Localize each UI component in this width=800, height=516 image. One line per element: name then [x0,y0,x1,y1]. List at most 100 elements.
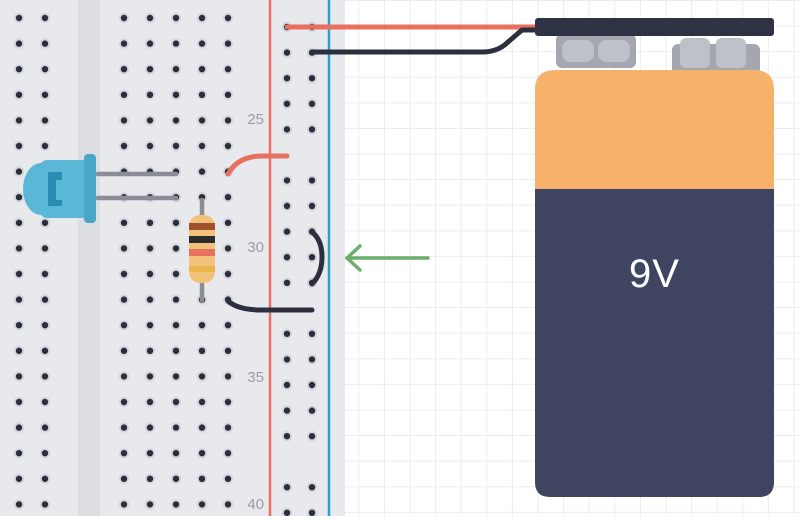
breadboard-hole[interactable] [196,38,208,49]
breadboard-hole[interactable] [222,499,234,510]
breadboard-hole[interactable] [170,140,182,152]
breadboard-hole[interactable] [144,89,156,101]
breadboard-hole[interactable] [13,320,25,331]
breadboard-hole[interactable] [222,115,234,126]
breadboard-hole[interactable] [144,371,156,382]
breadboard-hole[interactable] [170,473,182,484]
breadboard-hole[interactable] [13,115,25,126]
breadboard-hole[interactable] [13,345,25,356]
breadboard-hole[interactable] [13,217,25,229]
rail-hole[interactable] [306,482,318,493]
breadboard-hole[interactable] [13,473,25,484]
breadboard-hole[interactable] [144,320,156,331]
rail-hole[interactable] [306,405,318,416]
rail-hole[interactable] [281,47,293,58]
breadboard-hole[interactable] [118,422,130,433]
rail-hole[interactable] [281,226,293,237]
rail-hole[interactable] [281,507,293,516]
breadboard-hole[interactable] [170,243,182,254]
breadboard-hole[interactable] [13,243,25,254]
breadboard-hole[interactable] [170,422,182,433]
breadboard-hole[interactable] [39,448,51,459]
breadboard-hole[interactable] [170,64,182,75]
breadboard-hole[interactable] [118,115,130,126]
breadboard-hole[interactable] [222,217,234,229]
breadboard-hole[interactable] [13,448,25,459]
breadboard-hole[interactable] [39,38,51,49]
rail-hole[interactable] [306,175,318,186]
rail-hole[interactable] [281,98,293,110]
breadboard-hole[interactable] [144,115,156,126]
breadboard-hole[interactable] [118,89,130,101]
breadboard-hole[interactable] [13,268,25,280]
rail-hole[interactable] [281,252,293,263]
breadboard-hole[interactable] [170,268,182,280]
breadboard-hole[interactable] [170,89,182,101]
breadboard-hole[interactable] [13,38,25,49]
breadboard-hole[interactable] [39,64,51,75]
breadboard-hole[interactable] [13,192,25,203]
breadboard-hole[interactable] [39,422,51,433]
rail-hole[interactable] [306,98,318,110]
resistor[interactable] [189,197,215,303]
rail-hole[interactable] [306,252,318,263]
breadboard-hole[interactable] [196,422,208,433]
breadboard-hole[interactable] [39,294,51,305]
breadboard-hole[interactable] [118,38,130,49]
breadboard-hole[interactable] [13,64,25,75]
breadboard-hole[interactable] [144,268,156,280]
breadboard-hole[interactable] [118,320,130,331]
breadboard-hole[interactable] [13,294,25,305]
breadboard-hole[interactable] [222,448,234,459]
breadboard-hole[interactable] [222,422,234,433]
rail-hole[interactable] [306,124,318,135]
rail-hole[interactable] [306,200,318,212]
breadboard-hole[interactable] [222,473,234,484]
breadboard-hole[interactable] [144,64,156,75]
breadboard-hole[interactable] [196,89,208,101]
rail-hole[interactable] [281,328,293,339]
breadboard-hole[interactable] [118,243,130,254]
breadboard-hole[interactable] [13,140,25,152]
breadboard-hole[interactable] [222,396,234,408]
rail-hole[interactable] [281,200,293,212]
breadboard-hole[interactable] [144,140,156,152]
breadboard-hole[interactable] [196,166,208,177]
breadboard-hole[interactable] [196,371,208,382]
breadboard-hole[interactable] [39,217,51,229]
breadboard-hole[interactable] [196,499,208,510]
breadboard-hole[interactable] [144,243,156,254]
breadboard-hole[interactable] [170,12,182,24]
breadboard-hole[interactable] [170,345,182,356]
breadboard-hole[interactable] [170,448,182,459]
rail-hole[interactable] [281,431,293,442]
breadboard-hole[interactable] [170,115,182,126]
breadboard-hole[interactable] [144,422,156,433]
breadboard-hole[interactable] [170,320,182,331]
breadboard-hole[interactable] [39,473,51,484]
breadboard-hole[interactable] [118,345,130,356]
breadboard-hole[interactable] [13,396,25,408]
breadboard-hole[interactable] [170,371,182,382]
breadboard-hole[interactable] [196,320,208,331]
breadboard-hole[interactable] [13,499,25,510]
breadboard-hole[interactable] [13,12,25,24]
breadboard-hole[interactable] [196,64,208,75]
rail-hole[interactable] [281,175,293,186]
breadboard-hole[interactable] [170,499,182,510]
rail-hole[interactable] [306,328,318,339]
breadboard-hole[interactable] [222,268,234,280]
breadboard-hole[interactable] [118,473,130,484]
breadboard-hole[interactable] [13,422,25,433]
breadboard-hole[interactable] [13,371,25,382]
breadboard-hole[interactable] [144,345,156,356]
breadboard-hole[interactable] [222,192,234,203]
breadboard-hole[interactable] [222,38,234,49]
breadboard-hole[interactable] [13,89,25,101]
breadboard-hole[interactable] [118,371,130,382]
breadboard-hole[interactable] [222,140,234,152]
rail-hole[interactable] [306,507,318,516]
breadboard-hole[interactable] [13,166,25,177]
breadboard-hole[interactable] [39,243,51,254]
breadboard-hole[interactable] [222,320,234,331]
